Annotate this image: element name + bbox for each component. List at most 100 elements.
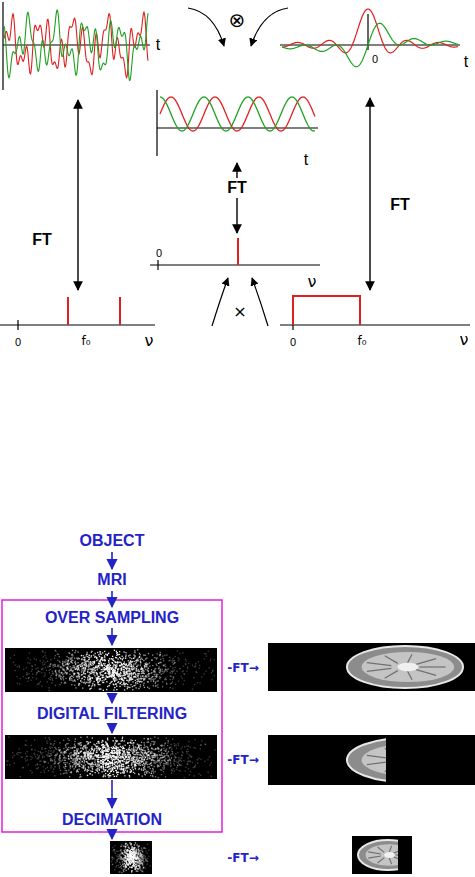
k-space-sample: [153, 741, 154, 742]
origin-tick: [157, 260, 158, 270]
k-space-sample: [171, 757, 172, 758]
k-space-sample: [109, 667, 110, 668]
k-space-sample: [123, 651, 124, 652]
k-space-sample: [141, 762, 142, 763]
k-space-sample: [81, 750, 82, 751]
k-space-sample: [166, 654, 167, 655]
k-space-sample: [62, 664, 63, 665]
k-space-sample: [112, 674, 113, 675]
k-space-sample: [134, 652, 135, 653]
k-space-sample: [170, 676, 171, 677]
k-space-sample: [115, 765, 116, 766]
k-space-sample: [101, 658, 102, 659]
k-space-sample: [200, 759, 201, 760]
k-space-sample: [182, 652, 183, 653]
k-space-sample: [70, 676, 71, 677]
k-space-sample: [129, 680, 130, 681]
k-space-sample: [142, 676, 143, 677]
k-space-sample: [146, 676, 147, 677]
k-space-sample: [154, 736, 155, 737]
k-space-sample: [115, 673, 116, 674]
k-space-sample: [71, 657, 72, 658]
k-space-sample: [183, 673, 184, 674]
k-space-sample: [172, 738, 173, 739]
k-space-sample: [139, 681, 140, 682]
k-space-sample: [81, 655, 82, 656]
k-space-sample: [90, 680, 91, 681]
k-space-sample: [147, 755, 148, 756]
k-space-sample: [95, 667, 96, 668]
k-space-sample: [68, 669, 69, 670]
k-space-sample: [104, 651, 105, 652]
k-space-sample: [99, 665, 100, 666]
k-space-sample: [90, 673, 91, 674]
k-space-sample: [79, 758, 80, 759]
k-space-sample: [50, 669, 51, 670]
k-space-sample: [123, 663, 124, 664]
k-space-sample: [164, 655, 165, 656]
k-space-sample: [148, 673, 149, 674]
k-space-sample: [135, 740, 136, 741]
k-space-sample: [114, 681, 115, 682]
k-space-sample: [118, 752, 119, 753]
k-space-sample: [95, 769, 96, 770]
k-space-sample: [109, 663, 110, 664]
k-space-sample: [32, 669, 33, 670]
k-space-sample: [42, 752, 43, 753]
k-space-sample: [37, 768, 38, 769]
k-space-sample: [172, 670, 173, 671]
k-space-sample: [92, 767, 93, 768]
k-space-sample: [103, 671, 104, 672]
k-space-sample: [152, 676, 153, 677]
k-space-sample: [135, 674, 136, 675]
k-space-sample: [189, 754, 190, 755]
k-space-sample: [100, 672, 101, 673]
k-space-sample: [77, 658, 78, 659]
k-space-sample: [127, 771, 128, 772]
k-space-sample: [78, 675, 79, 676]
k-space-sample: [166, 679, 167, 680]
k-space-sample: [152, 676, 153, 677]
k-space-sample: [119, 749, 120, 750]
k-space-sample: [115, 770, 116, 771]
k-space-sample: [163, 771, 164, 772]
k-space-sample: [58, 675, 59, 676]
k-space-sample: [54, 664, 55, 665]
k-space-sample: [104, 665, 105, 666]
k-space-sample: [139, 748, 140, 749]
k-space-sample: [119, 662, 120, 663]
k-space-sample: [144, 673, 145, 674]
k-space-sample: [102, 660, 103, 661]
k-space-sample: [133, 673, 134, 674]
k-space-sample: [90, 773, 91, 774]
k-space-sample: [20, 678, 21, 679]
k-space-sample: [71, 667, 72, 668]
k-space-sample: [128, 752, 129, 753]
k-space-sample: [124, 671, 125, 672]
k-space-sample: [39, 671, 40, 672]
k-space-sample: [83, 753, 84, 754]
k-space-sample: [146, 752, 147, 753]
k-space-sample: [99, 656, 100, 657]
k-space-sample: [132, 762, 133, 763]
k-space-sample: [47, 661, 48, 662]
k-space-sample: [69, 680, 70, 681]
k-space-sample: [111, 668, 112, 669]
k-space-sample: [105, 748, 106, 749]
k-space-sample: [32, 673, 33, 674]
k-space-sample: [95, 653, 96, 654]
k-space-sample: [165, 678, 166, 679]
k-space-sample: [123, 773, 124, 774]
k-space-sample: [128, 681, 129, 682]
k-space-sample: [84, 747, 85, 748]
k-space-sample: [141, 669, 142, 670]
k-space-sample: [154, 771, 155, 772]
k-space-sample: [86, 665, 87, 666]
k-space-sample: [96, 746, 97, 747]
k-space-sample: [97, 659, 98, 660]
k-space-sample: [69, 663, 70, 664]
k-space-sample: [124, 768, 125, 769]
k-space-sample: [106, 756, 107, 757]
k-space-sample: [131, 666, 132, 667]
k-space-sample: [102, 677, 103, 678]
